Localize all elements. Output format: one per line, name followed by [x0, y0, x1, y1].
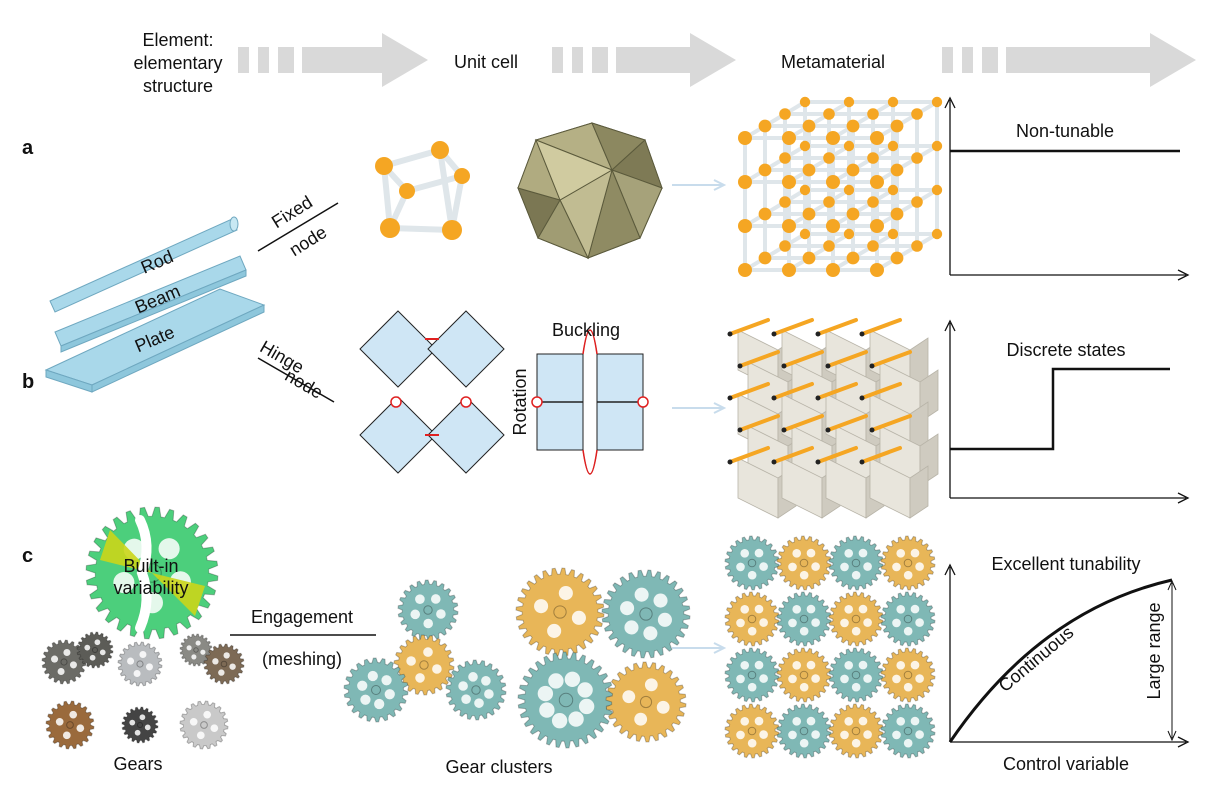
gear-photo-4 [179, 633, 213, 667]
beam-shape: Beam [54, 255, 247, 353]
connector-engagement: Engagement (meshing) [230, 607, 376, 669]
grid-gear-2-2 [828, 647, 884, 703]
grid-gear-0-0 [724, 535, 780, 591]
connector-fixed-node: Fixed node [257, 192, 339, 260]
grid-gear-2-1 [776, 647, 832, 703]
cluster-gear-right [445, 659, 507, 721]
header-element-line2: elementary [133, 53, 222, 73]
panel-label-a: a [22, 137, 34, 159]
grid-gear-0-1 [776, 535, 832, 591]
grid-gear-1-1 [776, 591, 832, 647]
header-unit-cell: Unit cell [454, 52, 518, 72]
panel-label-b: b [22, 371, 34, 393]
gear-photo-7 [121, 706, 159, 744]
origami-metamaterial [727, 318, 939, 519]
rotation-label: Rotation [510, 368, 530, 435]
cluster-gear-c [517, 651, 615, 749]
cluster-gear-b [601, 569, 691, 659]
gear-photos [41, 631, 245, 750]
grid-gear-3-1 [776, 703, 832, 759]
header-element-line3: structure [143, 76, 213, 96]
gear-photo-2 [76, 631, 114, 669]
builtin-variability-gear [85, 506, 219, 640]
fixed-label: Fixed [268, 192, 316, 232]
gear-cluster-2 [515, 567, 691, 749]
grid-gear-1-2 [828, 591, 884, 647]
large-range-label: Large range [1144, 602, 1164, 699]
header-element-line1: Element: [142, 30, 213, 50]
rotating-squares-cell [359, 310, 505, 474]
connector-hinge-node: Hinge node [257, 337, 335, 403]
gear-clusters-label: Gear clusters [445, 757, 552, 777]
graph-a: Non-tunable [944, 96, 1190, 281]
header: Element: elementary structure Unit cell … [133, 30, 1196, 96]
fixed-node-label: node [286, 222, 331, 260]
grid-gear-3-2 [828, 703, 884, 759]
buckling-label: Buckling [552, 320, 620, 340]
graph-b: Discrete states [944, 319, 1190, 504]
gear-cluster-1 [343, 579, 507, 723]
gear-photo-1 [41, 639, 87, 685]
grid-gear-2-0 [724, 647, 780, 703]
gears-label: Gears [113, 754, 162, 774]
flow-arrow-1 [238, 33, 428, 87]
gear-photo-8 [179, 700, 229, 750]
unit-cell-nodes [375, 141, 470, 240]
gear-photo-5 [203, 643, 245, 685]
grid-gear-1-3 [880, 591, 936, 647]
lattice-metamaterial [738, 96, 943, 277]
grid-gear-3-0 [724, 703, 780, 759]
flow-arrow-2 [552, 33, 736, 87]
flow-arrow-3 [942, 33, 1196, 87]
gear-photo-6 [45, 700, 95, 750]
continuous-curve [948, 578, 1173, 743]
engagement-label: Engagement [251, 607, 353, 627]
header-metamaterial: Metamaterial [781, 52, 885, 72]
gear-metamaterial [724, 535, 936, 759]
discrete-curve [950, 367, 1170, 451]
polyhedron-unit-cell [517, 122, 663, 260]
plate-shape: Plate [44, 288, 266, 393]
discrete-states-label: Discrete states [1006, 340, 1125, 360]
cluster-gear-a [515, 567, 605, 657]
cluster-gear-left [343, 657, 409, 723]
hinge-node-label: node [282, 365, 327, 402]
graph-c: Excellent tunability Continuous Large ra… [944, 554, 1190, 774]
continuous-label: Continuous [995, 622, 1078, 696]
meshing-label: (meshing) [262, 649, 342, 669]
buckling-cell: Buckling Rotation [510, 320, 649, 475]
control-variable-label: Control variable [1003, 754, 1129, 774]
gear-photo-3 [117, 641, 163, 687]
grid-gear-0-2 [828, 535, 884, 591]
grid-gear-0-3 [880, 535, 936, 591]
cluster-gear-d [605, 661, 687, 743]
grid-gear-3-3 [880, 703, 936, 759]
builtin-label-line2: variability [113, 578, 188, 598]
cubic-unit-cell [381, 147, 465, 233]
excellent-tunability-label: Excellent tunability [991, 554, 1140, 574]
panel-label-c: c [22, 545, 33, 567]
grid-gear-1-0 [724, 591, 780, 647]
non-tunable-label: Non-tunable [1016, 121, 1114, 141]
cluster-gear-top [397, 579, 459, 641]
cluster-gear-center [393, 634, 455, 696]
grid-gear-2-3 [880, 647, 936, 703]
builtin-label-line1: Built-in [123, 556, 178, 576]
